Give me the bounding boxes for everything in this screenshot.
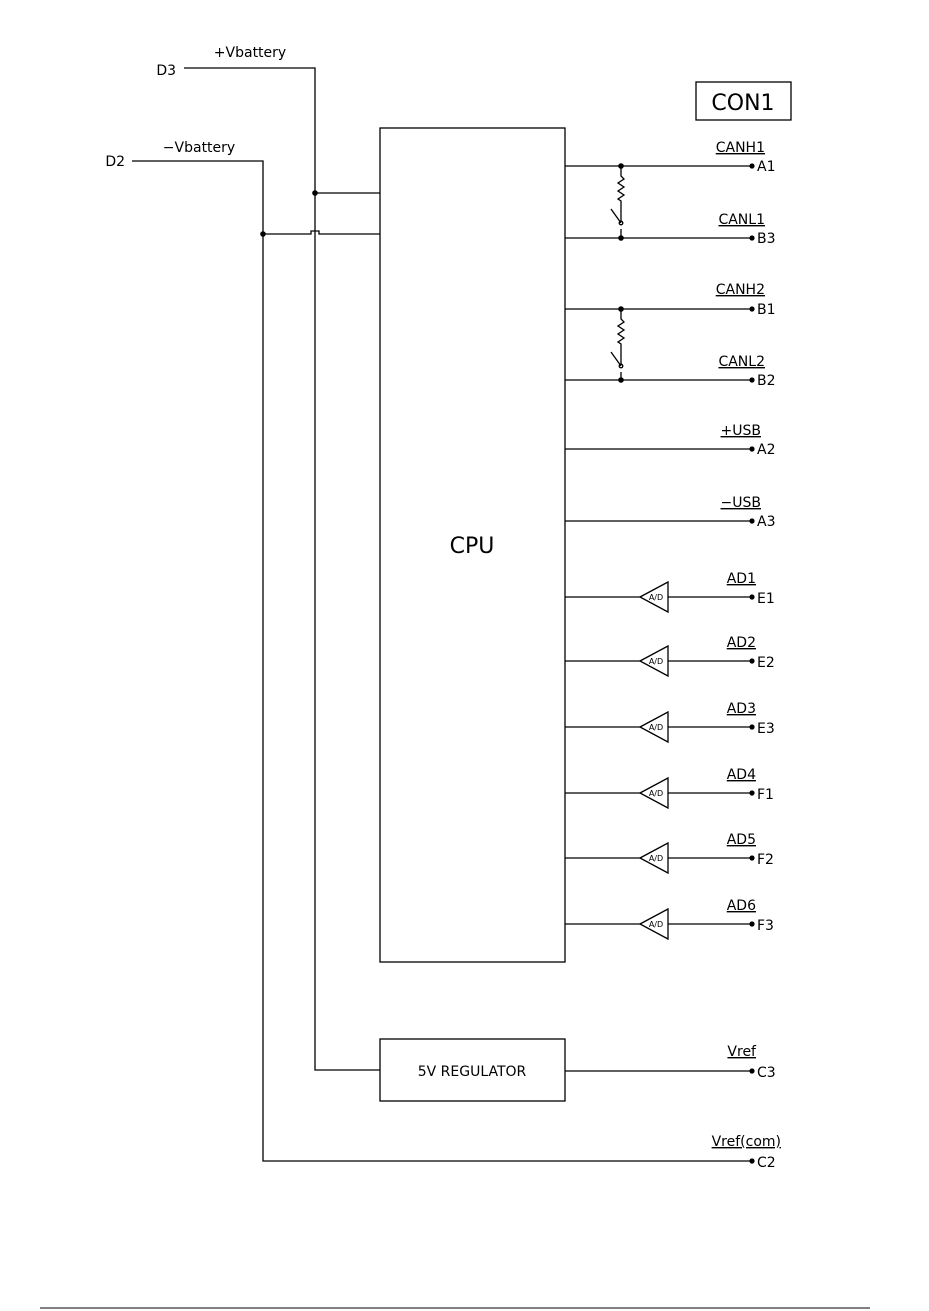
pin-dot: [749, 163, 755, 169]
a1-pin-label: A1: [757, 159, 775, 175]
pin-dot: [749, 790, 755, 796]
can-channel-1: CANH1 A1 CANL1 B3: [565, 140, 776, 247]
canl2-signal-label: CANL2: [718, 354, 765, 370]
usb-lines: +USB A2 −USB A3: [565, 423, 775, 530]
e1-pin-label: E1: [757, 591, 775, 607]
adc-triangle: [638, 644, 669, 678]
adc-triangle: [638, 907, 669, 941]
pin-dot: [749, 377, 755, 383]
a2-pin-label: A2: [757, 442, 775, 458]
adc-label: A/D: [649, 593, 663, 602]
adc-triangle: [638, 841, 669, 875]
cpu-vbat-negative-wire: [263, 230, 380, 235]
junction-dot: [260, 231, 266, 237]
usb-negative-signal-label: −USB: [721, 495, 761, 511]
pin-dot: [749, 1068, 755, 1074]
adc-label: A/D: [649, 657, 663, 666]
vbattery-negative-label: −Vbattery: [163, 140, 235, 156]
ad2-signal-label: AD2: [727, 635, 756, 651]
ad5-signal-label: AD5: [727, 832, 756, 848]
d3-pin-label: D3: [156, 63, 176, 79]
pin-dot: [749, 518, 755, 524]
negative-battery-wire: [132, 160, 750, 1162]
pin-dot: [749, 724, 755, 730]
con1-box: [695, 81, 792, 121]
b1-pin-label: B1: [757, 302, 776, 318]
switch-contact: [618, 220, 624, 226]
c3-pin-label: C3: [757, 1065, 776, 1081]
analog-inputs: A/D AD1 E1 A/D AD2 E2 A/D AD3 E3 A/D AD4…: [565, 571, 775, 941]
f1-pin-label: F1: [757, 787, 774, 803]
pin-dot: [749, 855, 755, 861]
a3-pin-label: A3: [757, 514, 775, 530]
b2-pin-label: B2: [757, 373, 776, 389]
pin-dot: [749, 446, 755, 452]
negative-battery-net: D2 −Vbattery: [105, 140, 750, 1162]
termination-switch: [610, 351, 622, 367]
can-channel-2: CANH2 B1 CANL2 B2: [565, 282, 776, 389]
pin-dot: [749, 921, 755, 927]
f3-pin-label: F3: [757, 918, 774, 934]
adc-label: A/D: [649, 789, 663, 798]
b3-pin-label: B3: [757, 231, 776, 247]
vref-line: Vref C3: [565, 1044, 776, 1081]
positive-battery-net: D3 +Vbattery: [156, 45, 380, 1071]
usb-positive-signal-label: +USB: [721, 423, 761, 439]
cpu-block: [379, 127, 566, 963]
junction-dot: [312, 190, 318, 196]
cpu-label: CPU: [450, 534, 495, 559]
ad3-signal-label: AD3: [727, 701, 756, 717]
termination-switch: [610, 208, 622, 224]
pin-dot: [749, 1158, 755, 1164]
adc-label: A/D: [649, 723, 663, 732]
termination-resistor: [616, 166, 626, 238]
adc-label: A/D: [649, 854, 663, 863]
adc-triangle: [638, 710, 669, 744]
pin-dot: [749, 658, 755, 664]
adc-triangle: [638, 776, 669, 810]
con1-label: CON1: [711, 91, 774, 116]
e3-pin-label: E3: [757, 721, 775, 737]
canh1-signal-label: CANH1: [716, 140, 765, 156]
termination-resistor: [616, 309, 626, 380]
canh2-signal-label: CANH2: [716, 282, 765, 298]
vref-signal-label: Vref: [727, 1044, 757, 1060]
regulator-label: 5V REGULATOR: [418, 1064, 527, 1080]
c2-pin-label: C2: [757, 1155, 776, 1171]
switch-contact: [618, 363, 624, 369]
ad1-signal-label: AD1: [727, 571, 756, 587]
ad6-signal-label: AD6: [727, 898, 756, 914]
pin-dot: [749, 594, 755, 600]
adc-label: A/D: [649, 920, 663, 929]
vref-com-signal-label: Vref(com): [712, 1134, 781, 1150]
vref-com-line: Vref(com) C2: [712, 1134, 781, 1171]
adc-triangle: [638, 580, 669, 614]
d2-pin-label: D2: [105, 154, 125, 170]
f2-pin-label: F2: [757, 852, 774, 868]
pin-dot: [749, 235, 755, 241]
vbattery-positive-label: +Vbattery: [214, 45, 286, 61]
ad4-signal-label: AD4: [727, 767, 756, 783]
e2-pin-label: E2: [757, 655, 775, 671]
positive-battery-wire: [184, 67, 380, 1071]
pin-dot: [749, 306, 755, 312]
canl1-signal-label: CANL1: [718, 212, 765, 228]
